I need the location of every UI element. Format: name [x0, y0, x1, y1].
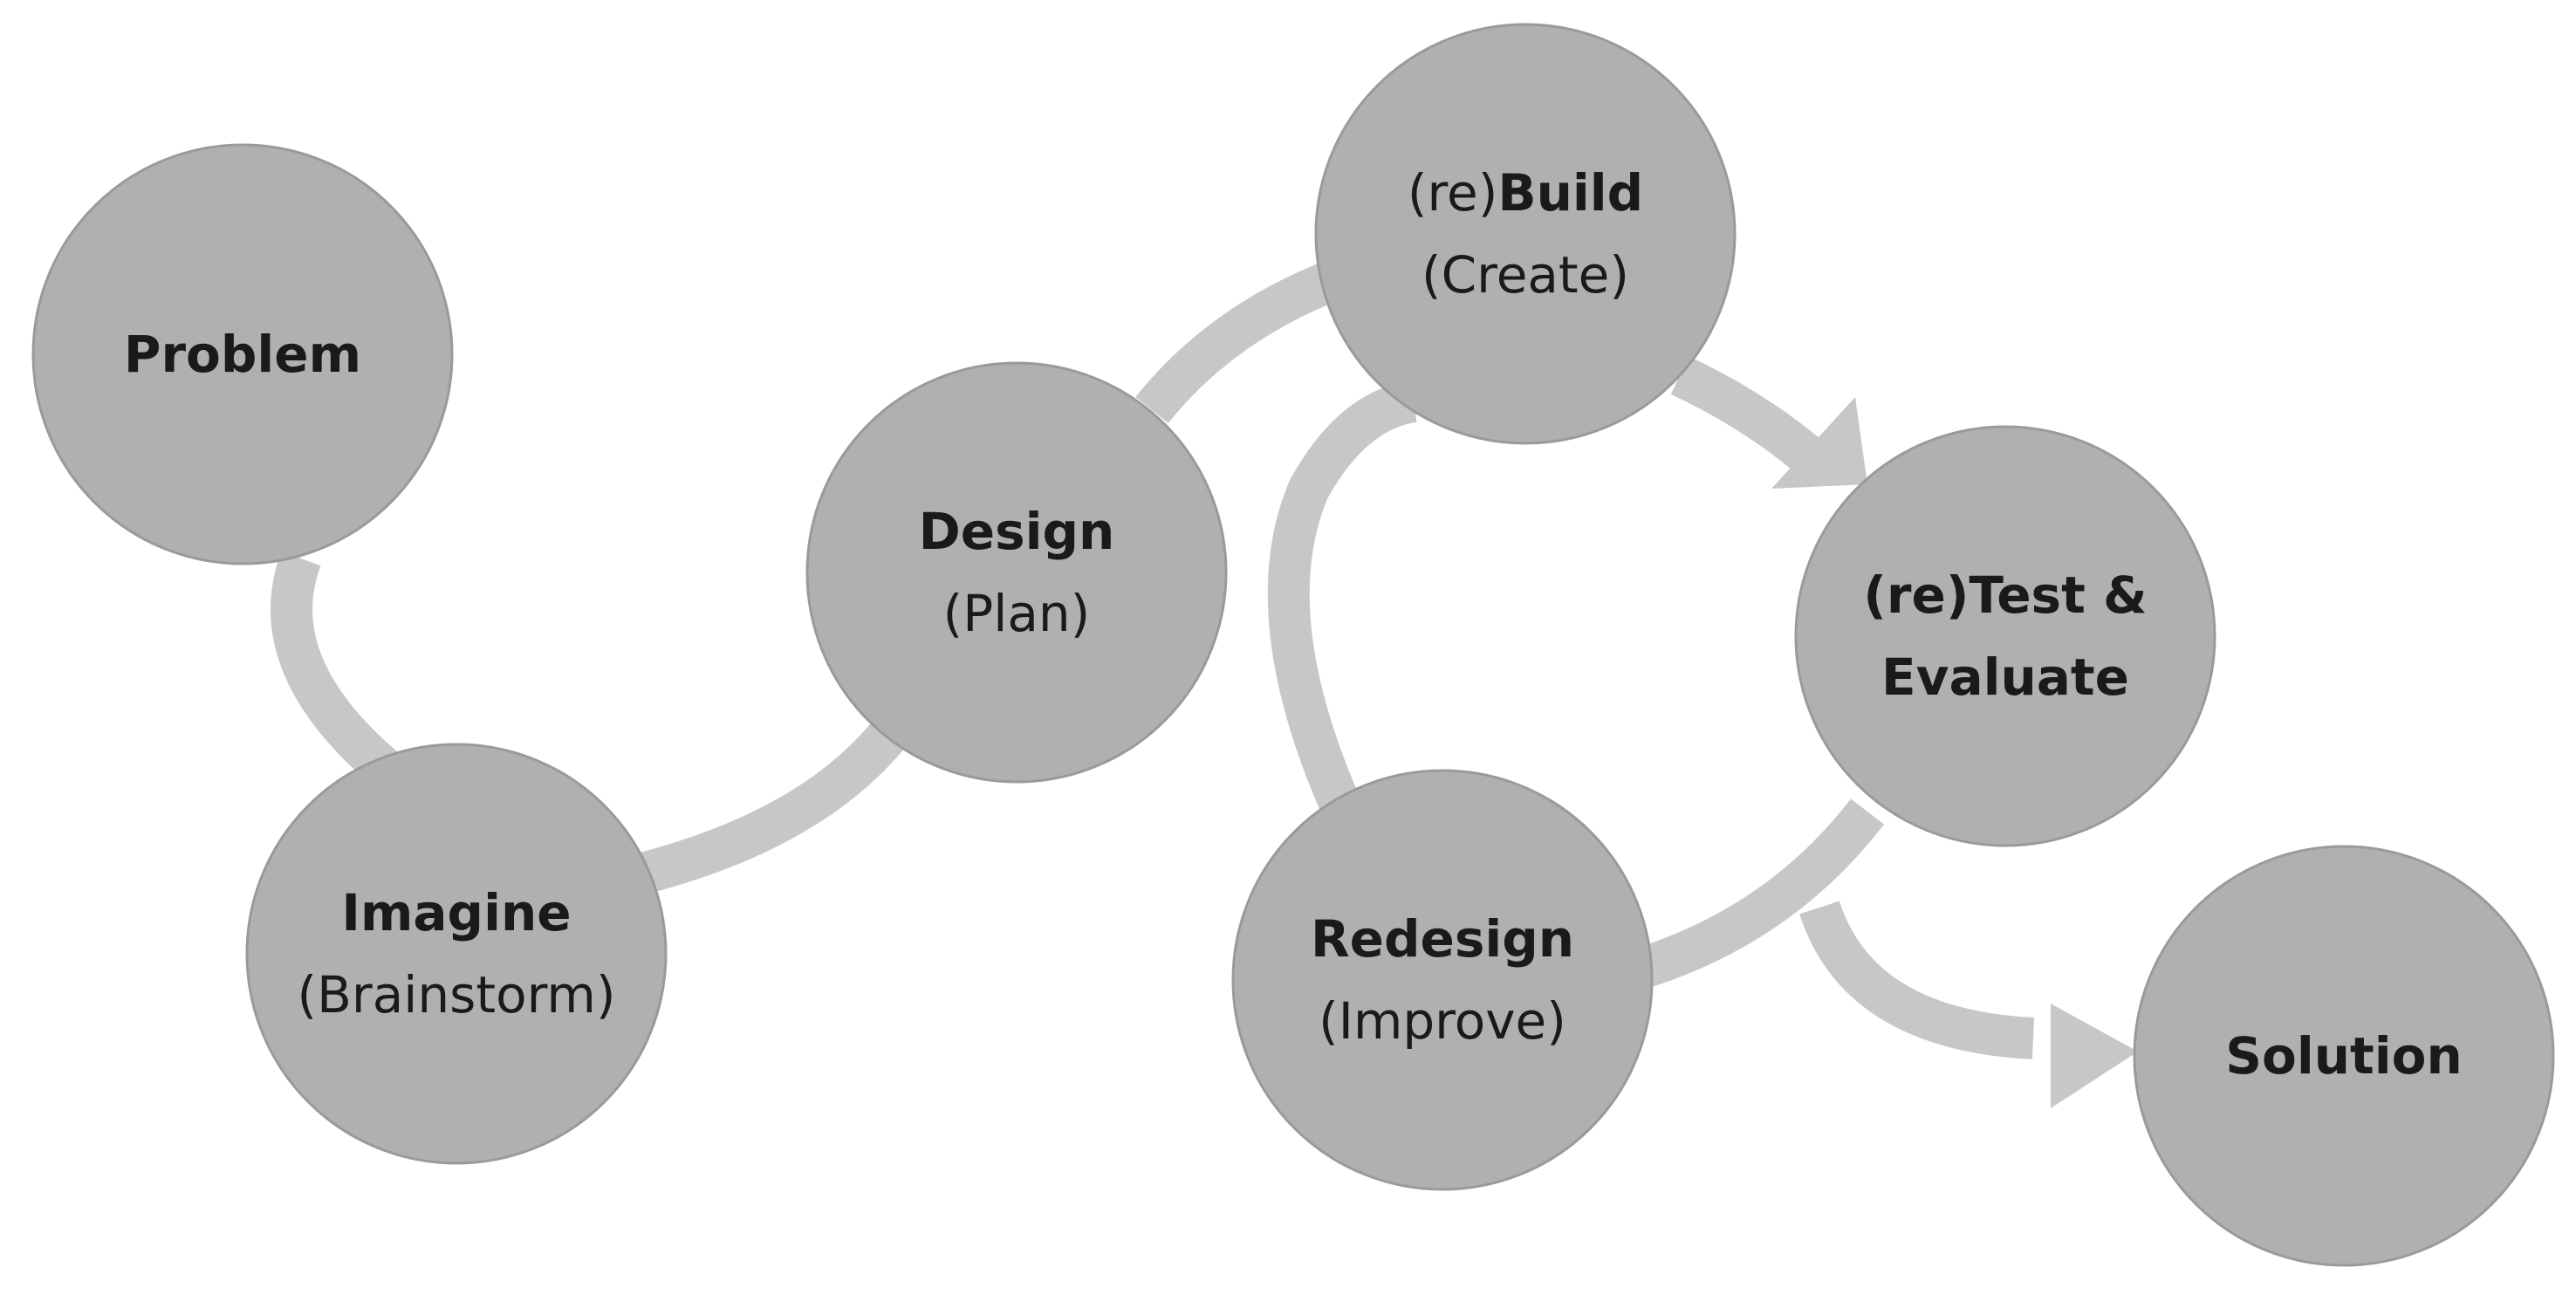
node-redesign [1231, 769, 1654, 1191]
nodes-layer [31, 23, 2555, 1267]
node-label-line: (re)Build [1408, 152, 1643, 234]
node-label-redesign: Redesign (Improve) [1311, 898, 1574, 1062]
node-imagine [245, 743, 668, 1165]
connector-rebuild-retest [1670, 356, 1825, 475]
node-label-line: Evaluate [1863, 636, 2147, 718]
label-segment: Solution [2225, 1026, 2463, 1086]
label-segment: (re)Test & [1863, 565, 2148, 625]
connector-redesign-rebuild [1267, 380, 1418, 812]
node-label-line: (Brainstorm) [297, 954, 615, 1036]
label-segment: (re) [1407, 163, 1498, 223]
label-segment: Build [1497, 163, 1644, 223]
node-label-solution: Solution [2225, 1015, 2463, 1097]
node-label-design: Design (Plan) [919, 490, 1115, 654]
connector-retest-solution [1799, 901, 2035, 1059]
node-label-line: Solution [2225, 1015, 2463, 1097]
node-label-imagine: Imagine (Brainstorm) [297, 872, 615, 1036]
node-solution [2133, 845, 2555, 1267]
label-segment: Design [918, 502, 1115, 561]
connectors-layer [271, 259, 2138, 1108]
node-label-line: (Improve) [1311, 980, 1574, 1062]
label-segment: (Improve) [1319, 991, 1566, 1051]
node-label-line: (Create) [1408, 234, 1643, 316]
node-rebuild [1314, 23, 1737, 445]
node-label-retest: (re)Test & Evaluate [1863, 554, 2147, 718]
connector-problem-imagine [271, 551, 398, 785]
node-label-line: (Plan) [919, 572, 1115, 654]
node-label-line: Imagine [297, 872, 615, 954]
label-segment: (Plan) [942, 584, 1091, 643]
connector-retest-redesign [1634, 798, 1885, 989]
node-label-rebuild: (re)Build (Create) [1408, 152, 1643, 316]
arrowhead-retest-solution [2051, 1004, 2138, 1108]
connector-design-rebuild [1135, 259, 1343, 424]
label-segment: Problem [123, 325, 362, 384]
arrowhead-rebuild-retest [1771, 397, 1867, 489]
node-label-line: Redesign [1311, 898, 1574, 980]
node-design [805, 361, 1228, 784]
label-segment: (Brainstorm) [297, 965, 616, 1024]
label-segment: Imagine [341, 883, 572, 942]
node-problem [31, 143, 454, 565]
node-label-line: (re)Test & [1863, 554, 2147, 636]
node-label-line: Problem [124, 313, 361, 395]
label-segment: (Create) [1422, 245, 1629, 305]
node-retest [1794, 425, 2216, 847]
label-segment: Redesign [1310, 909, 1575, 969]
connector-imagine-design [640, 719, 907, 894]
label-segment: Evaluate [1881, 648, 2129, 707]
node-label-line: Design [919, 490, 1115, 572]
node-label-problem: Problem [124, 313, 361, 395]
